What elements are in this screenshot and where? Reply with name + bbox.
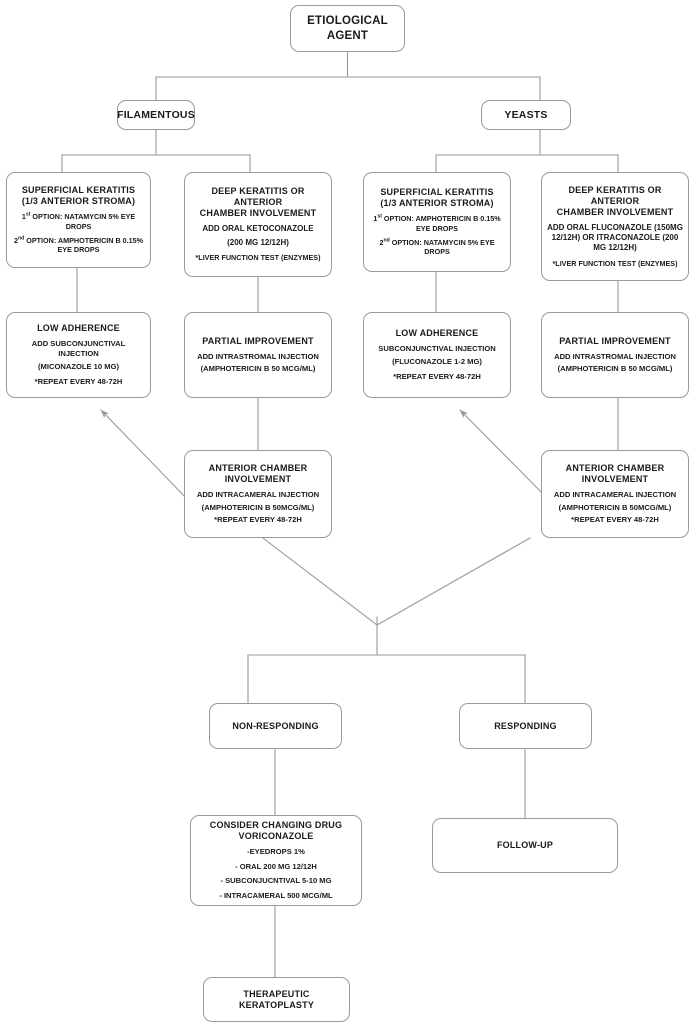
node-detail-line4: - INTRACAMERAL 500 MCG/ML [219, 891, 333, 901]
node-yeasts-superficial-keratitis[interactable]: SUPERFICIAL KERATITIS (1/3 ANTERIOR STRO… [363, 172, 511, 272]
node-title-line1: ANTERIOR CHAMBER [565, 462, 665, 473]
node-yeasts[interactable]: YEASTS [481, 100, 571, 130]
node-note: *REPEAT EVERY 48-72H [571, 515, 659, 525]
option-text: OPTION: AMPHOTERICIN B 0.15% EYE DROPS [381, 214, 501, 233]
node-responding[interactable]: RESPONDING [459, 703, 592, 749]
option-ordinal-suffix: nd [17, 235, 25, 242]
option-number: 2 [379, 237, 384, 247]
node-title-line1: ANTERIOR CHAMBER [208, 462, 308, 473]
node-title-line2: INVOLVEMENT [581, 473, 649, 484]
node-detail-line2: (AMPHOTERICIN B 50MCG/ML) [558, 502, 672, 512]
node-detail-line2: (AMPHOTERICIN B 50MCG/ML) [201, 502, 315, 512]
node-option-2: 2nd OPTION: NATAMYCIN 5% EYE DROPS [369, 238, 505, 257]
node-title: THERAPEUTIC KERATOPLASTY [238, 988, 315, 1010]
node-filamentous-deep-keratitis[interactable]: DEEP KERATITIS OR ANTERIOR CHAMBER INVOL… [184, 172, 332, 277]
node-title-line1: DEEP KERATITIS OR ANTERIOR [211, 186, 305, 208]
option-number: 1 [21, 212, 26, 222]
node-note: *LIVER FUNCTION TEST (ENZYMES) [552, 258, 678, 268]
node-consider-changing-drug[interactable]: CONSIDER CHANGING DRUG VORICONAZOLE -EYE… [190, 815, 362, 906]
node-follow-up[interactable]: FOLLOW-UP [432, 818, 618, 873]
node-detail-line1: ADD INTRASTROMAL INJECTION [554, 351, 676, 361]
node-detail-line1: ADD INTRACAMERAL INJECTION [196, 489, 320, 499]
node-title-line1: SUPERFICIAL KERATITIS [21, 185, 136, 196]
node-title: PARTIAL IMPROVEMENT [202, 335, 314, 346]
node-yeasts-anterior-chamber-involvement[interactable]: ANTERIOR CHAMBER INVOLVEMENT ADD INTRACA… [541, 450, 689, 538]
node-filamentous-superficial-keratitis[interactable]: SUPERFICIAL KERATITIS (1/3 ANTERIOR STRO… [6, 172, 151, 268]
node-note: *REPEAT EVERY 48-72H [393, 371, 481, 381]
node-title-line2: CHAMBER INVOLVEMENT [556, 206, 674, 217]
node-title: RESPONDING [494, 720, 557, 731]
node-title: LOW ADHERENCE [37, 323, 120, 334]
node-note: *REPEAT EVERY 48-72H [214, 515, 302, 525]
node-detail-line2: (AMPHOTERICIN B 50 MCG/ML) [557, 364, 673, 374]
node-title-line2: CHAMBER INVOLVEMENT [199, 208, 317, 219]
node-title: DEEP KERATITIS OR ANTERIOR CHAMBER INVOL… [190, 186, 326, 219]
node-detail-line1: ADD INTRACAMERAL INJECTION [553, 489, 677, 499]
node-title: SUPERFICIAL KERATITIS (1/3 ANTERIOR STRO… [22, 185, 135, 207]
node-yeasts-deep-keratitis[interactable]: DEEP KERATITIS OR ANTERIOR CHAMBER INVOL… [541, 172, 689, 281]
node-title-line2: VORICONAZOLE [238, 830, 314, 841]
node-title-line2: INVOLVEMENT [224, 473, 292, 484]
node-detail-line2: (200 MG 12/12H) [227, 237, 289, 247]
option-text: OPTION: NATAMYCIN 5% EYE DROPS [389, 237, 495, 257]
node-detail-line1: ADD SUBCONJUNCTIVAL INJECTION [31, 339, 126, 359]
node-title-line2: AGENT [326, 29, 369, 42]
node-detail-line1: SUBCONJUNCTIVAL INJECTION [378, 344, 496, 354]
node-title: PARTIAL IMPROVEMENT [559, 335, 671, 346]
node-title-line1: CONSIDER CHANGING DRUG [209, 819, 343, 830]
node-detail-line1: ADD INTRASTROMAL INJECTION [197, 351, 319, 361]
node-option-1: 1st OPTION: AMPHOTERICIN B 0.15% EYE DRO… [369, 214, 505, 233]
option-ordinal-suffix: st [377, 213, 382, 220]
node-detail-line3: - SUBCONJUCNTIVAL 5-10 MG [220, 876, 332, 886]
node-detail-line1: -EYEDROPS 1% [247, 846, 305, 856]
node-title: ANTERIOR CHAMBER INVOLVEMENT [566, 463, 665, 485]
option-number: 1 [373, 214, 378, 224]
node-detail-line1: ADD ORAL KETOCONAZOLE [202, 224, 314, 234]
option-number: 2 [13, 235, 18, 245]
node-title: ANTERIOR CHAMBER INVOLVEMENT [209, 463, 308, 485]
node-detail-line2: - ORAL 200 MG 12/12H [235, 861, 317, 871]
node-title: ETIOLOGICAL AGENT [307, 14, 388, 42]
node-title: SUPERFICIAL KERATITIS (1/3 ANTERIOR STRO… [380, 187, 493, 209]
node-detail-line2: (MICONAZOLE 10 MG) [38, 361, 119, 371]
option-text: OPTION: NATAMYCIN 5% EYE DROPS [30, 212, 136, 231]
node-detail-line2: (FLUCONAZOLE 1-2 MG) [392, 357, 482, 367]
node-title: DEEP KERATITIS OR ANTERIOR CHAMBER INVOL… [547, 185, 683, 218]
node-note: *REPEAT EVERY 48-72H [34, 376, 123, 386]
node-yeasts-low-adherence[interactable]: LOW ADHERENCE SUBCONJUNCTIVAL INJECTION … [363, 312, 511, 398]
node-title-line2: (1/3 ANTERIOR STROMA) [21, 196, 136, 207]
node-title: LOW ADHERENCE [395, 328, 479, 339]
option-text: OPTION: AMPHOTERICIN B 0.15% EYE DROPS [24, 235, 144, 255]
node-title-line2: (1/3 ANTERIOR STROMA) [380, 198, 494, 209]
node-note: *LIVER FUNCTION TEST (ENZYMES) [195, 253, 321, 263]
node-title-line1: SUPERFICIAL KERATITIS [380, 187, 494, 198]
node-title: FOLLOW-UP [496, 840, 554, 851]
option-ordinal-suffix: st [25, 211, 31, 218]
node-detail-line2: (AMPHOTERICIN B 50 MCG/ML) [200, 364, 316, 374]
node-filamentous[interactable]: FILAMENTOUS [117, 100, 195, 130]
node-option-1: 1st OPTION: NATAMYCIN 5% EYE DROPS [12, 212, 145, 231]
node-filamentous-anterior-chamber-involvement[interactable]: ANTERIOR CHAMBER INVOLVEMENT ADD INTRACA… [184, 450, 332, 538]
node-etiological-agent[interactable]: ETIOLOGICAL AGENT [290, 5, 405, 52]
node-title: CONSIDER CHANGING DRUG VORICONAZOLE [210, 820, 342, 842]
node-option-2: 2nd OPTION: AMPHOTERICIN B 0.15% EYE DRO… [12, 236, 145, 255]
option-ordinal-suffix: nd [383, 237, 390, 244]
node-title-line1: ETIOLOGICAL [307, 15, 388, 28]
node-title: FILAMENTOUS [117, 108, 195, 121]
node-filamentous-low-adherence[interactable]: LOW ADHERENCE ADD SUBCONJUNCTIVAL INJECT… [6, 312, 151, 398]
node-title: NON-RESPONDING [232, 720, 319, 731]
node-yeasts-partial-improvement[interactable]: PARTIAL IMPROVEMENT ADD INTRASTROMAL INJ… [541, 312, 689, 398]
node-therapeutic-keratoplasty[interactable]: THERAPEUTIC KERATOPLASTY [203, 977, 350, 1022]
node-filamentous-partial-improvement[interactable]: PARTIAL IMPROVEMENT ADD INTRASTROMAL INJ… [184, 312, 332, 398]
node-non-responding[interactable]: NON-RESPONDING [209, 703, 342, 749]
node-detail-line1: ADD ORAL FLUCONAZOLE (150MG 12/12H) OR I… [547, 222, 683, 253]
node-title-line1: DEEP KERATITIS OR ANTERIOR [568, 184, 662, 206]
node-title: YEASTS [504, 108, 548, 121]
